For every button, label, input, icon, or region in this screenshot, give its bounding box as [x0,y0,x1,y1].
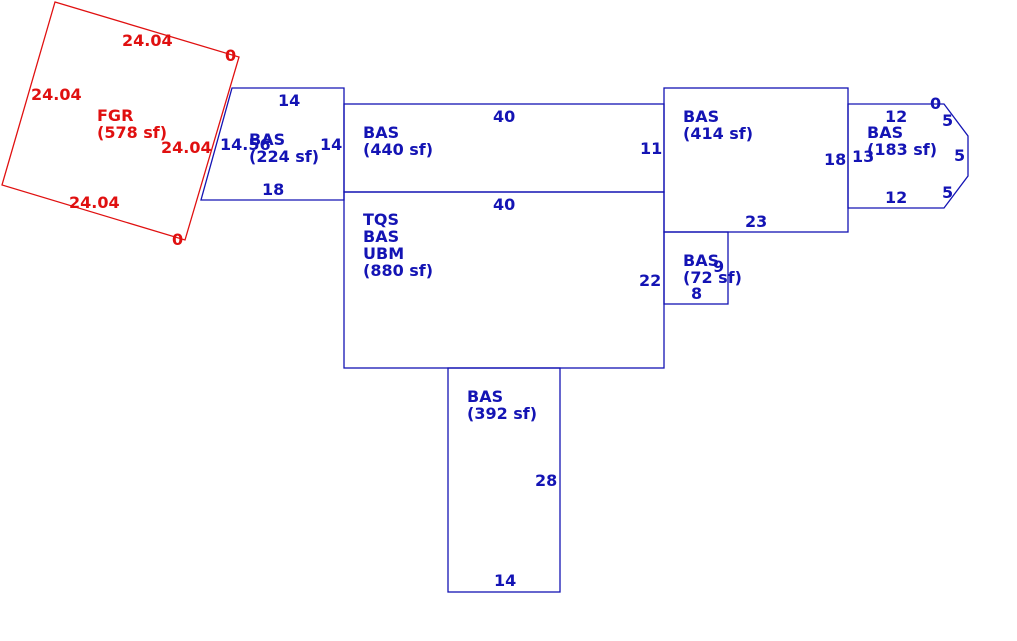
area-224-dim-left: 14.56 [220,135,271,154]
garage-code: FGR [97,106,133,125]
area-224-dim-bottom: 18 [262,180,284,199]
area-224-dim-right: 14 [320,135,342,154]
area-183-dim-corner: 0 [930,94,941,113]
area-392-area: (392 sf) [467,404,537,423]
garage-dim-top-corner: 0 [225,46,236,65]
area-183-dim-diag-top: 5 [942,111,953,130]
area-880-dim-top: 40 [493,195,515,214]
area-183-dim-bottom: 12 [885,188,907,207]
area-440-area: (440 sf) [363,140,433,159]
area-224-area: (224 sf) [249,147,319,166]
garage-dim-right: 24.04 [161,138,212,157]
area-183-dim-top: 12 [885,107,907,126]
area-72-code: BAS [683,251,719,270]
area-440-code: BAS [363,123,399,142]
area-72-area: (72 sf) [683,268,742,287]
garage-outline [1,1,240,241]
area-72-dim-bottom: 8 [691,284,702,303]
area-183-dim-diag-bottom: 5 [942,183,953,202]
area-392-outline [447,367,561,593]
area-392-code: BAS [467,387,503,406]
area-880-area: (880 sf) [363,261,433,280]
garage-area: (578 sf) [97,123,167,142]
area-183-code: BAS [867,123,903,142]
area-880-code-ubm: UBM [363,244,404,263]
area-414-area: (414 sf) [683,124,753,143]
area-183-area: (183 sf) [867,140,937,159]
area-224-code: BAS [249,130,285,149]
area-183-dim-side: 5 [954,146,965,165]
area-414-dim-right: 18 [824,150,846,169]
area-440-dim-right: 11 [640,139,662,158]
garage-dim-bottom-corner: 0 [172,230,183,249]
area-880-dim-right: 22 [639,271,661,290]
area-183-outline [847,103,969,209]
area-392-dim-bottom: 14 [494,571,516,590]
garage-dim-top: 24.04 [122,31,173,50]
area-880-code-bas: BAS [363,227,399,246]
garage-dim-bottom: 24.04 [69,193,120,212]
area-414-code: BAS [683,107,719,126]
area-880-code-tqs: TQS [363,210,399,229]
area-72-outline [663,231,729,305]
area-183-dim-left: 13 [852,147,874,166]
garage-dim-left: 24.04 [31,85,82,104]
area-224-dim-top: 14 [278,91,300,110]
area-392-dim-right: 28 [535,471,557,490]
area-440-dim-top: 40 [493,107,515,126]
area-72-dim-right: 9 [713,257,724,276]
area-414-dim-bottom: 23 [745,212,767,231]
